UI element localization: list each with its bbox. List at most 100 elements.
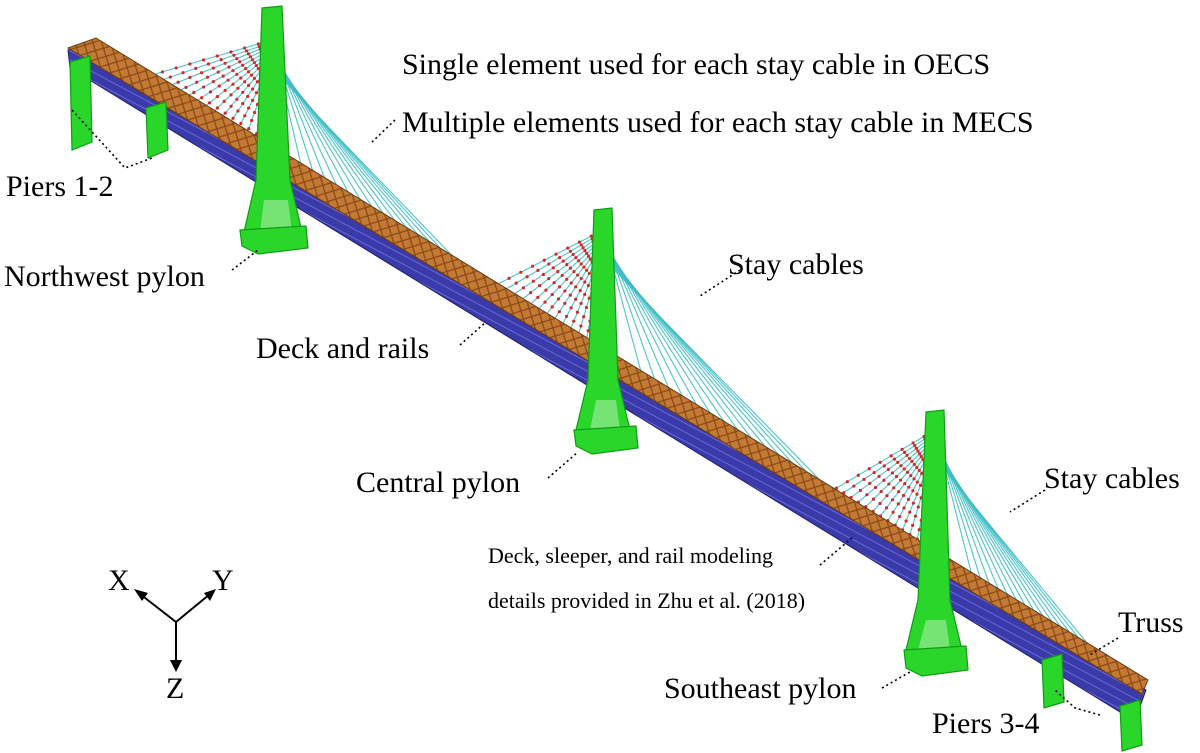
cable-node [907,485,911,489]
cable-node [877,474,881,479]
cable-node [858,488,862,493]
cable-node [254,91,259,95]
cable-node [248,55,253,59]
cable-node [211,79,215,84]
cable-node [547,277,551,281]
cable-node [538,284,542,288]
cable-node [236,86,240,90]
cable-node [246,94,250,98]
cable-node [565,263,569,267]
cable-node [215,95,219,99]
cable-node [226,78,230,82]
cable-node [231,69,235,73]
cable-node [249,73,254,77]
cable-node [557,285,562,289]
cable-node [902,506,906,510]
cable-node [575,273,580,277]
cable-node [565,277,569,281]
cable-node [581,246,585,250]
label-truss: Truss [1118,606,1184,639]
cable-node [579,324,583,328]
cable-node [578,289,582,293]
cable-node [246,52,251,56]
stay-cable [271,66,473,283]
axis-x-label: X [108,564,130,597]
cable-node [901,493,906,498]
cable-node [229,50,233,54]
stay-cable [602,258,848,508]
cable-node [909,473,913,478]
cable-node [582,265,586,269]
cable-node [916,505,920,509]
cable-node [531,279,535,283]
cable-node [255,80,259,84]
cable-node [902,467,906,471]
cable-node [543,300,547,304]
cable-node [882,478,886,482]
cable-node [250,58,255,62]
cable-node [542,258,546,262]
cable-node [576,259,581,263]
cable-node [903,482,907,486]
cable-node [884,506,889,510]
cable-node [188,62,192,66]
label-mecs: Multiple elements used for each stay cab… [402,106,1034,139]
cable-node [892,457,897,461]
cable-node [201,58,206,62]
cable-node [568,293,572,297]
cable-node [583,280,587,284]
cable-node [544,288,548,292]
cable-node [241,102,245,106]
cable-node [579,243,583,247]
cable-node [879,490,883,494]
cable-node [885,494,889,498]
cable-node [554,252,558,256]
cable-node [583,249,587,253]
cable-node [200,96,204,100]
label-deck-and-rails: Deck and rails [256,332,429,365]
pier-1 [69,55,93,151]
cable-node [586,329,590,333]
cable-node [588,257,592,261]
cable-node [519,270,523,274]
cable-node [894,474,899,479]
cable-node [238,60,242,64]
cable-node [862,477,866,481]
cable-node [574,285,578,289]
cable-node [221,74,225,78]
cable-node [867,467,871,471]
cable-node [200,71,204,75]
southeast-pylon [903,409,969,677]
cable-node [569,281,573,285]
label-piers-3-4: Piers 3-4 [932,707,1040,740]
cable-node [181,71,185,75]
label-piers-1-2: Piers 1-2 [6,170,114,203]
central-pylon [573,207,639,455]
cable-node [585,251,589,256]
cable-node [911,523,915,527]
cable-node [907,456,912,461]
cable-node [250,87,255,91]
cable-node [536,268,540,272]
cable-node [563,289,567,293]
pier-2 [145,101,169,159]
cable-node [566,246,570,250]
cable-node [184,85,188,89]
cable-node [208,90,213,94]
cable-node [902,450,907,454]
cable-node [899,478,903,482]
label-central-pylon: Central pylon [356,466,520,499]
cable-node [235,72,239,76]
cable-node [891,510,895,514]
cable-node [192,90,196,95]
cable-node [547,262,551,266]
piers-3-4 [1041,653,1143,752]
cable-node [239,76,243,80]
cable-node [551,266,555,270]
label-deck-details-line2: details provided in Zhu et al. (2018) [488,588,805,613]
axis-triad: X Y Z [108,564,234,705]
cable-node [911,501,915,505]
cable-node [219,58,223,62]
cable-node [202,85,206,89]
cable-node [557,310,561,314]
